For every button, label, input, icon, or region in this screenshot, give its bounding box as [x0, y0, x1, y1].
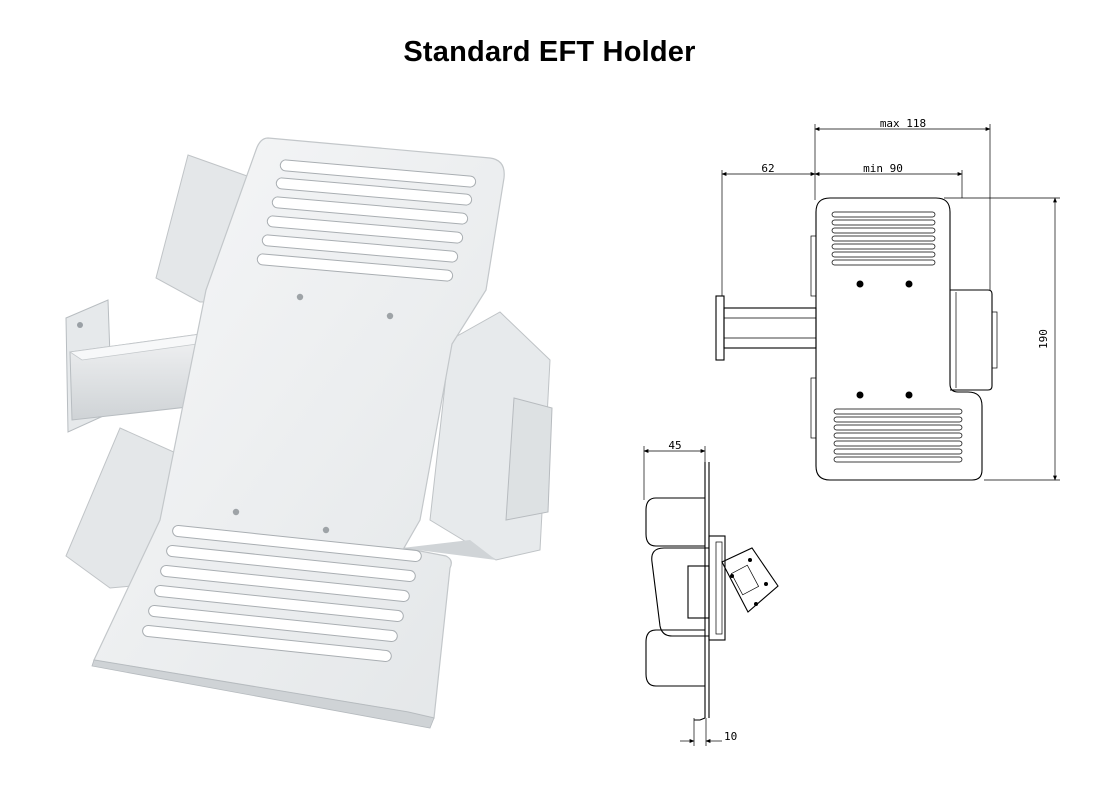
- dim-height: 190: [1037, 329, 1050, 349]
- product-render: [65, 137, 553, 729]
- front-view-drawing: [715, 124, 1060, 481]
- dim-max-width: max 118: [880, 117, 926, 130]
- dim-plate-offset: 10: [724, 730, 737, 743]
- dim-min-width: min 90: [863, 162, 903, 175]
- dim-arm-length: 62: [761, 162, 774, 175]
- dim-side-depth: 45: [668, 439, 681, 452]
- side-view-drawing: [643, 446, 779, 746]
- page-title: Standard EFT Holder: [403, 36, 696, 68]
